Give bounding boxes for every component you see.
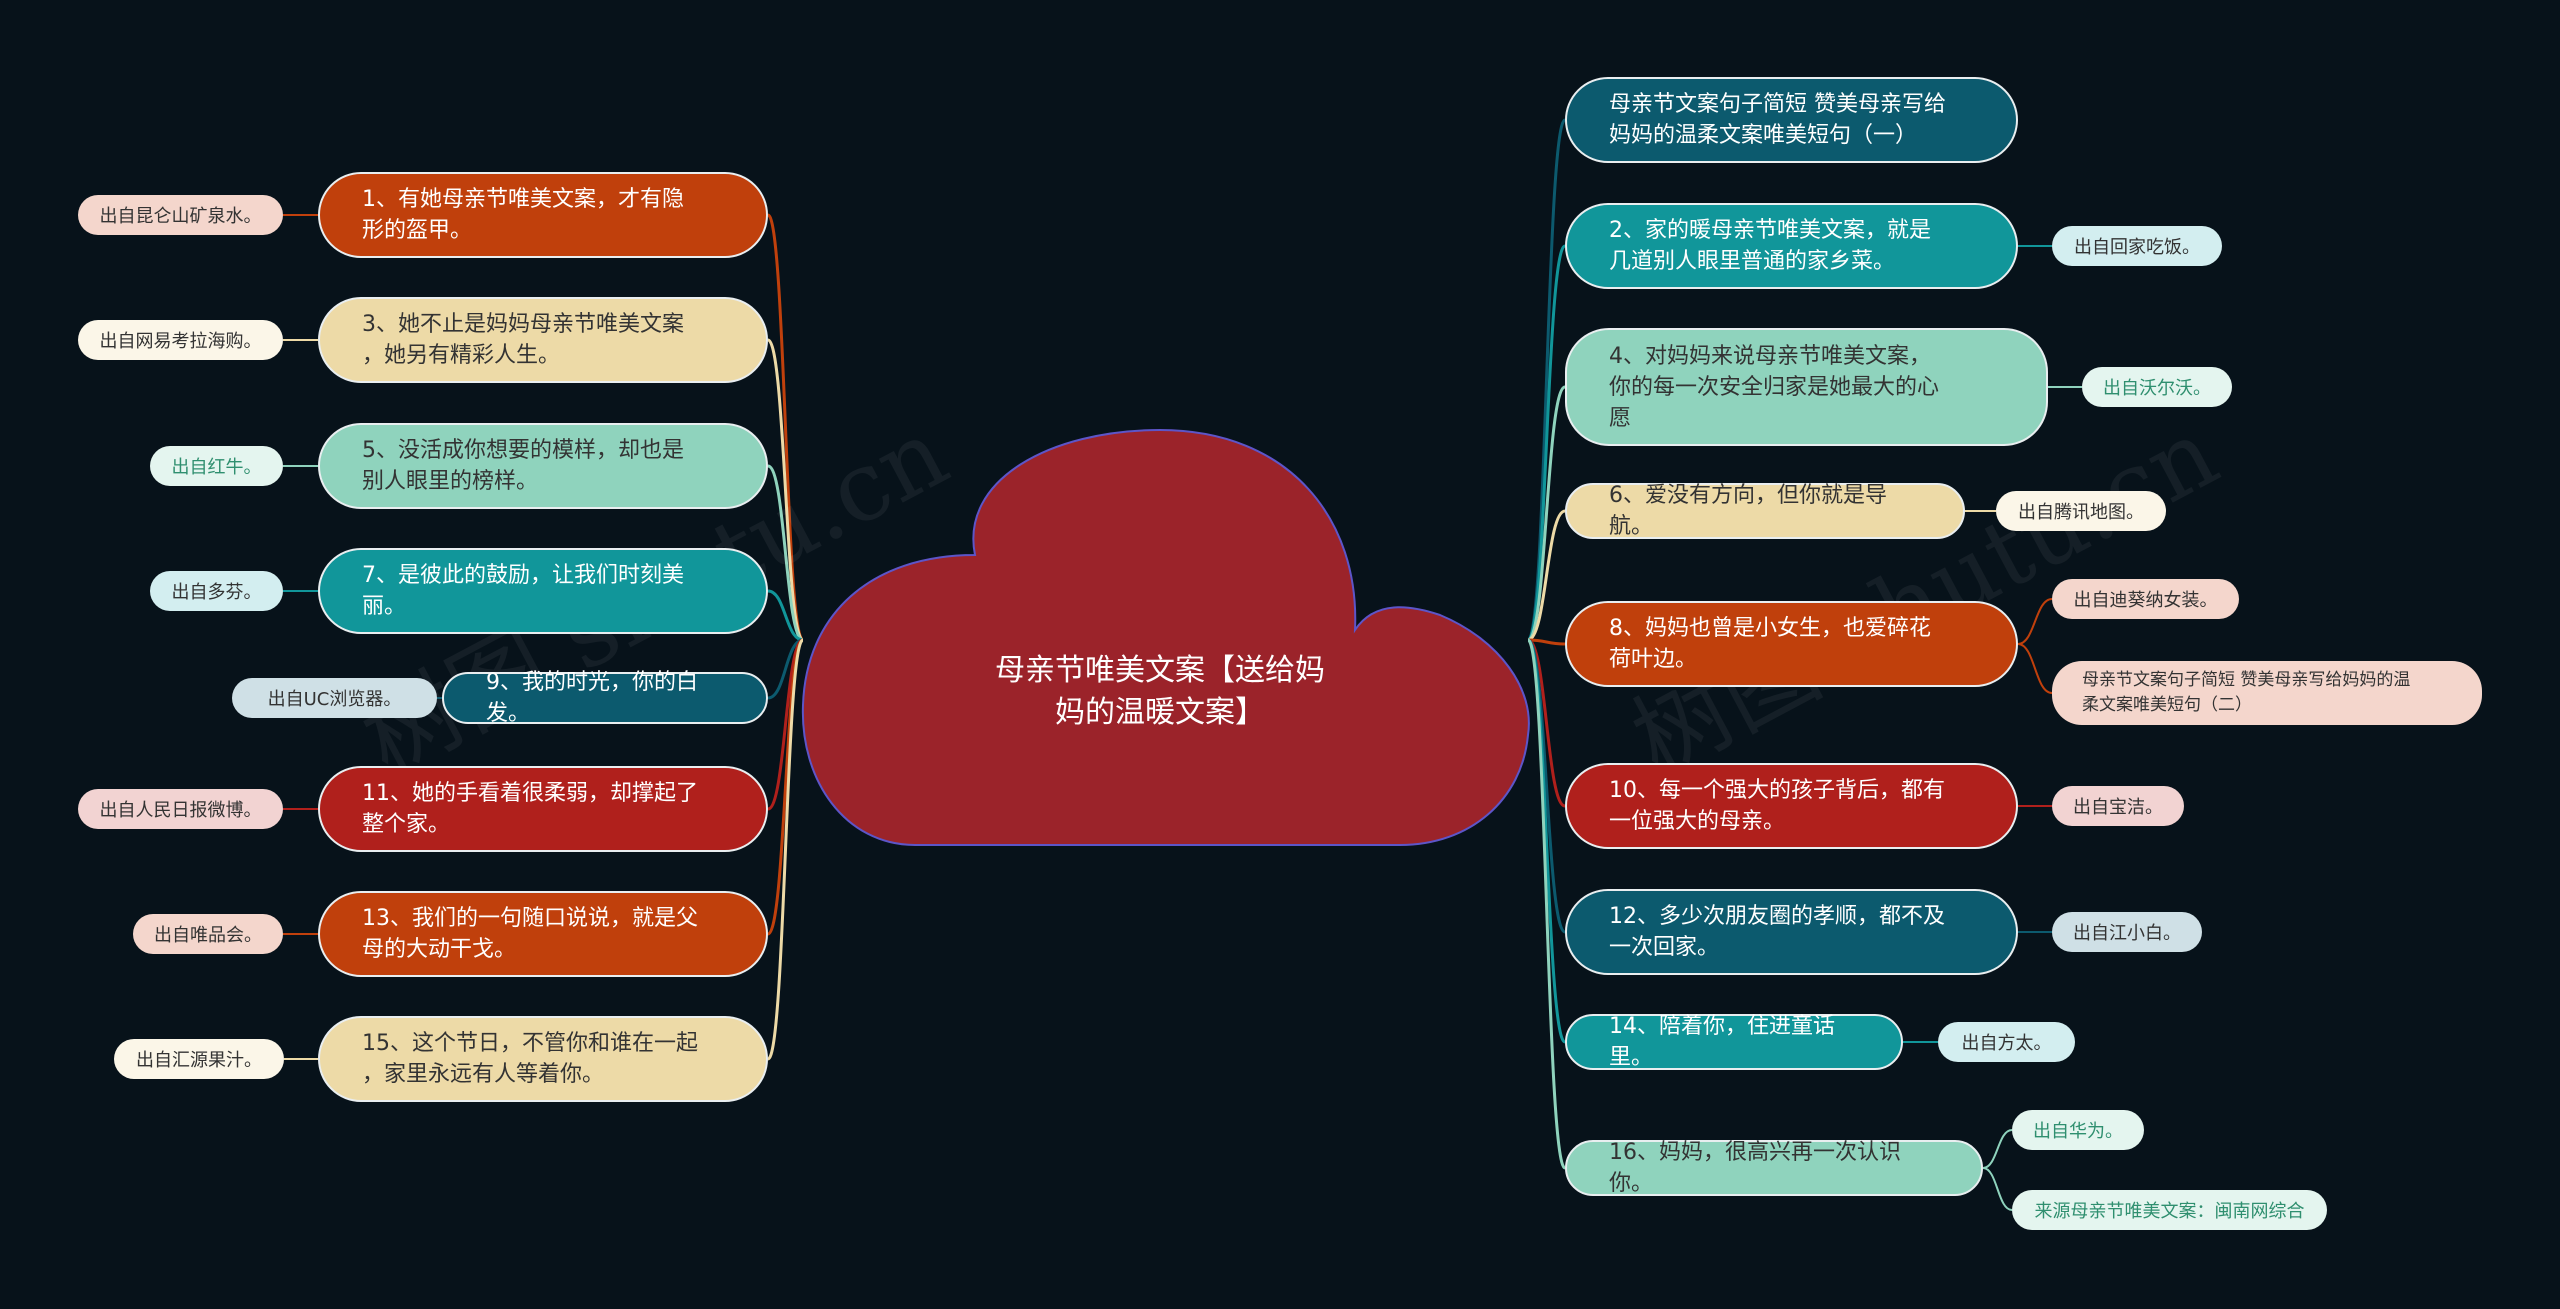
connector-line — [1526, 638, 1567, 1044]
connector-line — [1527, 509, 1566, 642]
connector-line — [767, 589, 804, 642]
source-leaf-label: 出自沃尔沃。 — [2103, 378, 2211, 399]
topic-node-label: 15、这个节日，不管你和谁在一起 ，家里永远有人等着你。 — [362, 1031, 698, 1087]
connector-line — [767, 464, 804, 642]
topic-node[interactable]: 7、是彼此的鼓励，让我们时刻美 丽。 — [318, 548, 768, 634]
connector-line — [1982, 1167, 2013, 1211]
connector-line — [1526, 244, 1567, 642]
source-leaf[interactable]: 出自红牛。 — [150, 446, 283, 486]
connector-line — [766, 338, 805, 642]
topic-node[interactable]: 8、妈妈也曾是小女生，也爱碎花 荷叶边。 — [1565, 601, 2018, 687]
source-leaf-label: 出自华为。 — [2033, 1121, 2123, 1142]
source-leaf[interactable]: 母亲节文案句子简短 赞美母亲写给妈妈的温 柔文案唯美短句（二） — [2052, 661, 2482, 725]
topic-node-label: 11、她的手看着很柔弱，却撑起了 整个家。 — [362, 781, 698, 837]
topic-node-label: 8、妈妈也曾是小女生，也爱碎花 荷叶边。 — [1609, 616, 1931, 672]
topic-node-label: 16、妈妈，很高兴再一次认识你。 — [1609, 1140, 1901, 1196]
connector-line — [1526, 118, 1567, 642]
source-leaf-label: 出自宝洁。 — [2073, 797, 2163, 818]
topic-node[interactable]: 3、她不止是妈妈母亲节唯美文案 ，她另有精彩人生。 — [318, 297, 768, 383]
source-leaf[interactable]: 出自宝洁。 — [2052, 786, 2184, 826]
source-leaf[interactable]: 出自回家吃饭。 — [2052, 226, 2222, 266]
source-leaf-label: 出自多芬。 — [171, 582, 262, 603]
source-leaf-label: 出自人民日报微博。 — [99, 800, 262, 821]
source-leaf[interactable]: 来源母亲节唯美文案：闽南网综合 — [2012, 1190, 2327, 1230]
source-leaf-label: 出自红牛。 — [171, 457, 262, 478]
topic-node-label: 13、我们的一句随口说说，就是父 母的大动干戈。 — [362, 906, 698, 962]
connector-line — [766, 638, 805, 936]
connector-line — [2017, 598, 2053, 645]
root-cloud-shape — [801, 428, 1530, 846]
connector-line — [1527, 638, 1566, 808]
source-leaf[interactable]: 出自唯品会。 — [133, 914, 283, 954]
connector-line — [1982, 1129, 2013, 1169]
topic-node[interactable]: 15、这个节日，不管你和谁在一起 ，家里永远有人等着你。 — [318, 1016, 768, 1102]
source-leaf[interactable]: 出自汇源果汁。 — [114, 1039, 284, 1079]
source-leaf[interactable]: 出自沃尔沃。 — [2082, 367, 2232, 407]
source-leaf[interactable]: 出自多芬。 — [150, 571, 283, 611]
topic-node[interactable]: 11、她的手看着很柔弱，却撑起了 整个家。 — [318, 766, 768, 852]
source-leaf-label: 出自唯品会。 — [154, 925, 262, 946]
topic-node-label: 母亲节文案句子简短 赞美母亲写给 妈妈的温柔文案唯美短句（一） — [1609, 92, 1946, 148]
topic-node-label: 4、对妈妈来说母亲节唯美文案， 你的每一次安全归家是她最大的心 愿 — [1609, 343, 1940, 431]
source-leaf[interactable]: 出自迪葵纳女装。 — [2052, 579, 2239, 619]
topic-node-label: 10、每一个强大的孩子背后，都有 一位强大的母亲。 — [1609, 778, 1945, 834]
topic-node[interactable]: 6、爱没有方向，但你就是导航。 — [1565, 483, 1965, 539]
source-leaf[interactable]: 出自网易考拉海购。 — [78, 320, 283, 360]
source-leaf-label: 来源母亲节唯美文案：闽南网综合 — [2034, 1201, 2305, 1222]
topic-node-label: 12、多少次朋友圈的孝顺，都不及 一次回家。 — [1609, 904, 1945, 960]
connector-line — [767, 638, 804, 700]
source-leaf[interactable]: 出自江小白。 — [2052, 912, 2202, 952]
topic-node[interactable]: 5、没活成你想要的模样，却也是 别人眼里的榜样。 — [318, 423, 768, 509]
source-leaf-label: 出自迪葵纳女装。 — [2073, 590, 2218, 611]
topic-node[interactable]: 16、妈妈，很高兴再一次认识你。 — [1565, 1140, 1983, 1196]
topic-node-label: 7、是彼此的鼓励，让我们时刻美 丽。 — [362, 563, 684, 619]
source-leaf-label: 出自汇源果汁。 — [136, 1050, 262, 1071]
connector-line — [1526, 638, 1567, 1170]
root-topic[interactable]: 母亲节唯美文案【送给妈 妈的温暖文案】 — [995, 653, 1325, 730]
source-leaf[interactable]: 出自人民日报微博。 — [78, 789, 283, 829]
source-leaf-label: 出自江小白。 — [2073, 923, 2181, 944]
connector-line — [766, 638, 805, 1061]
connector-line — [1526, 385, 1567, 642]
source-leaf[interactable]: 出自昆仑山矿泉水。 — [78, 195, 283, 235]
topic-node[interactable]: 2、家的暖母亲节唯美文案，就是 几道别人眼里普通的家乡菜。 — [1565, 203, 2018, 289]
source-leaf-label: 出自方太。 — [1961, 1033, 2052, 1054]
topic-node-label: 1、有她母亲节唯美文案，才有隐 形的盔甲。 — [362, 187, 684, 243]
connector-line — [1527, 638, 1566, 646]
topic-node[interactable]: 1、有她母亲节唯美文案，才有隐 形的盔甲。 — [318, 172, 768, 258]
topic-node[interactable]: 4、对妈妈来说母亲节唯美文案， 你的每一次安全归家是她最大的心 愿 — [1565, 328, 2048, 446]
topic-node-label: 5、没活成你想要的模样，却也是 别人眼里的榜样。 — [362, 438, 684, 494]
topic-node-label: 9、我的时光，你的白发。 — [486, 670, 698, 726]
source-leaf-label: 出自腾讯地图。 — [2018, 502, 2144, 523]
source-leaf-label: 出自昆仑山矿泉水。 — [99, 206, 262, 227]
topic-node[interactable]: 母亲节文案句子简短 赞美母亲写给 妈妈的温柔文案唯美短句（一） — [1565, 77, 2018, 163]
topic-node-label: 3、她不止是妈妈母亲节唯美文案 ，她另有精彩人生。 — [362, 312, 684, 368]
source-leaf[interactable]: 出自方太。 — [1938, 1022, 2075, 1062]
topic-node[interactable]: 9、我的时光，你的白发。 — [442, 670, 768, 726]
source-leaf[interactable]: 出自腾讯地图。 — [1996, 491, 2166, 531]
connector-line — [2017, 643, 2053, 694]
topic-node[interactable]: 14、陪着你，住进童话里。 — [1565, 1014, 1903, 1070]
source-leaf-label: 出自回家吃饭。 — [2074, 237, 2200, 258]
source-leaf[interactable]: 出自UC浏览器。 — [232, 678, 437, 718]
topic-node[interactable]: 12、多少次朋友圈的孝顺，都不及 一次回家。 — [1565, 889, 2018, 975]
source-leaf-label: 母亲节文案句子简短 赞美母亲写给妈妈的温 柔文案唯美短句（二） — [2082, 670, 2411, 715]
topic-node[interactable]: 13、我们的一句随口说说，就是父 母的大动干戈。 — [318, 891, 768, 977]
connector-lines — [283, 118, 2082, 1211]
topic-node-label: 2、家的暖母亲节唯美文案，就是 几道别人眼里普通的家乡菜。 — [1609, 218, 1931, 274]
topic-node-label: 6、爱没有方向，但你就是导航。 — [1609, 483, 1887, 539]
source-leaf-label: 出自网易考拉海购。 — [99, 331, 262, 352]
source-leaf[interactable]: 出自华为。 — [2012, 1110, 2144, 1150]
topic-node-label: 14、陪着你，住进童话里。 — [1609, 1014, 1835, 1070]
source-leaf-label: 出自UC浏览器。 — [267, 689, 402, 710]
topic-node[interactable]: 10、每一个强大的孩子背后，都有 一位强大的母亲。 — [1565, 763, 2018, 849]
